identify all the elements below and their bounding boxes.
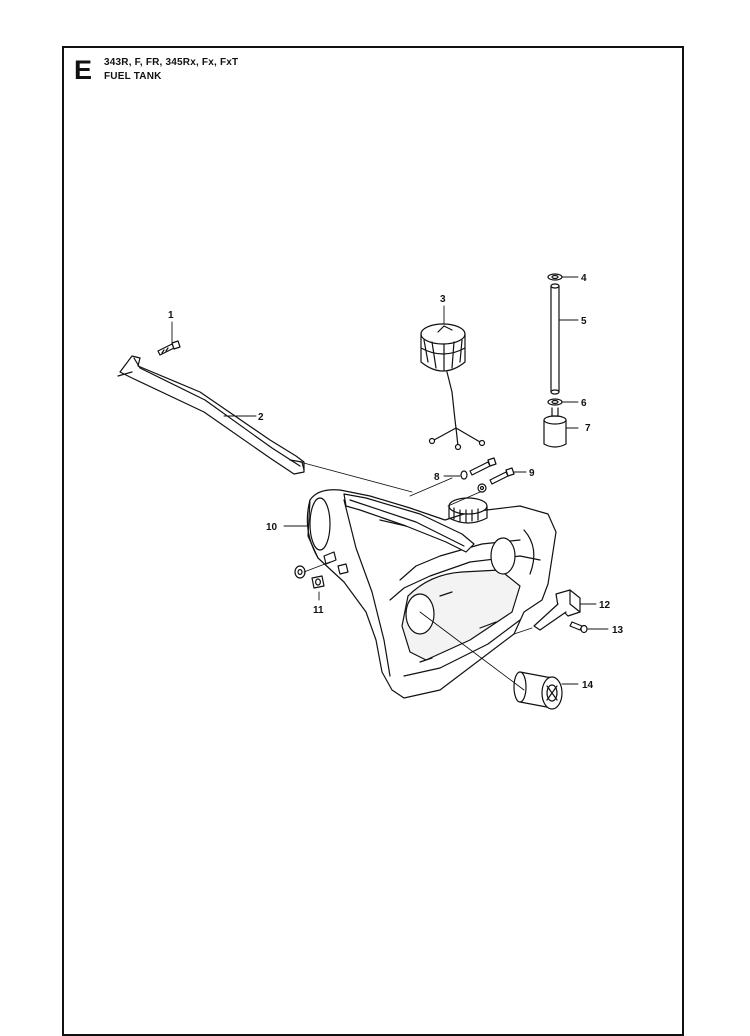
part-6-o-ring [547,398,563,406]
part-3-fuel-cap [420,323,486,451]
part-8-bolt-washer [460,457,497,480]
callout-12: 12 [599,600,611,611]
callout-4: 4 [581,273,587,284]
part-10-fuel-tank [306,489,557,699]
callout-13: 13 [612,625,624,636]
part-12-bracket [533,589,581,631]
callout-10: 10 [266,522,278,533]
callout-7: 7 [585,423,591,434]
part-1-screw [157,340,181,356]
callout-14: 14 [582,680,594,691]
callout-9: 9 [529,468,535,479]
part-14-buffer [513,671,563,710]
section-letter: E [74,55,93,85]
part-9-bolt-washer [477,467,515,493]
callout-5: 5 [581,316,587,327]
callout-11: 11 [313,605,324,616]
part-11-nut-washer [294,551,349,589]
callout-2: 2 [258,412,264,423]
model-list: 343R, F, FR, 345Rx, Fx, FxT [104,57,239,68]
part-7-fuel-filter [543,407,567,448]
assembly-title: FUEL TANK [104,71,162,82]
part-4-o-ring [547,273,563,281]
part-13-screw [569,621,588,634]
callout-8: 8 [434,472,440,483]
callout-6: 6 [581,398,587,409]
part-5-fuel-hose [550,283,560,395]
exploded-view-drawing: 1 2 3 4 5 6 7 8 9 10 11 12 13 14 [117,273,624,710]
assembly-lines [299,461,533,691]
leader-lines [171,276,609,685]
callout-3: 3 [440,294,446,305]
callout-numbers: 1 2 3 4 5 6 7 8 9 10 11 12 13 14 [168,273,624,691]
part-2-rail [117,355,305,475]
callout-1: 1 [168,310,174,321]
